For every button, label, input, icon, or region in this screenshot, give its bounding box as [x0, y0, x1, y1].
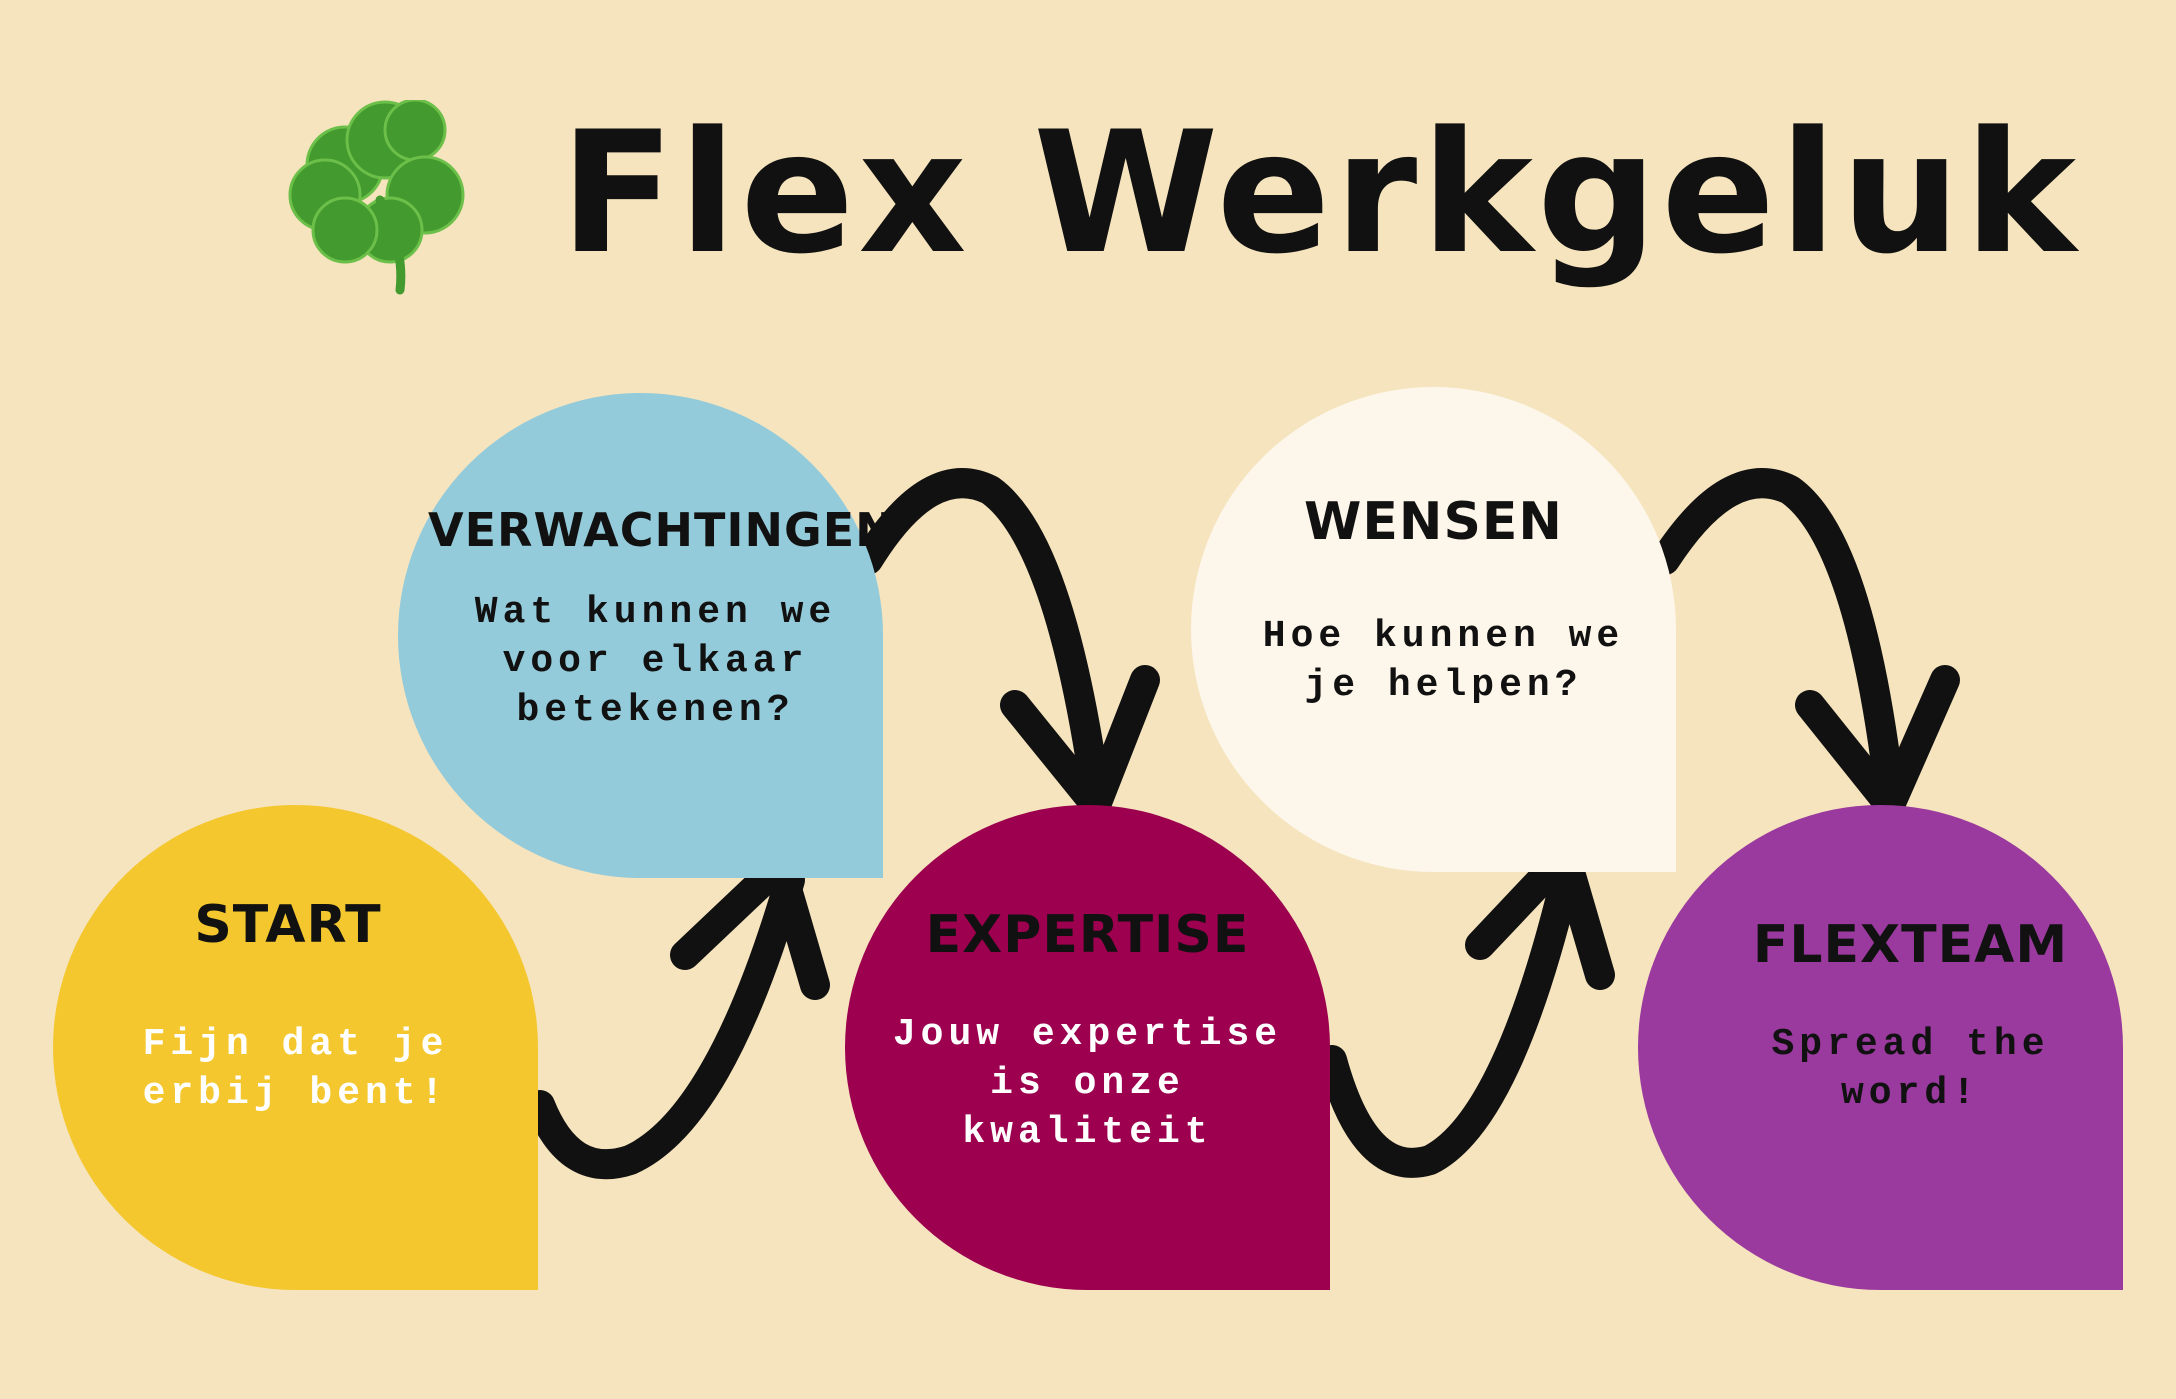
step-text: Spread the word! — [1771, 1023, 2050, 1115]
step-heading: EXPERTISE — [925, 905, 1250, 965]
arrow-down-2 — [853, 468, 1111, 810]
step-text: Hoe kunnen we je helpen? — [1262, 615, 1625, 707]
step-start: START Fijn dat je erbij bent! — [53, 805, 538, 1290]
step-heading: VERWACHTINGEN — [428, 503, 895, 557]
step-expertise: EXPERTISE Jouw expertise is onze kwalite… — [845, 805, 1330, 1290]
arrow-up-3 — [1317, 845, 1585, 1178]
step-text: Fijn dat je erbij bent! — [142, 1023, 449, 1115]
step-heading: FLEXTEAM — [1752, 915, 2069, 975]
arrow-down-4 — [1650, 468, 1905, 810]
step-text: Wat kunnen we voor elkaar betekenen? — [474, 591, 837, 732]
step-text: Jouw expertise is onze kwaliteit — [892, 1013, 1283, 1154]
page-title: Flex Werkgeluk — [560, 95, 2081, 291]
step-wensen: WENSEN Hoe kunnen we je helpen? — [1191, 387, 1676, 872]
step-flexteam: FLEXTEAM Spread the word! — [1638, 805, 2123, 1290]
clover-icon — [288, 100, 465, 295]
arrow-up-1 — [525, 865, 805, 1180]
step-verwachtingen: VERWACHTINGEN Wat kunnen we voor elkaar … — [398, 393, 894, 878]
step-heading: START — [194, 895, 382, 955]
step-heading: WENSEN — [1304, 492, 1563, 552]
